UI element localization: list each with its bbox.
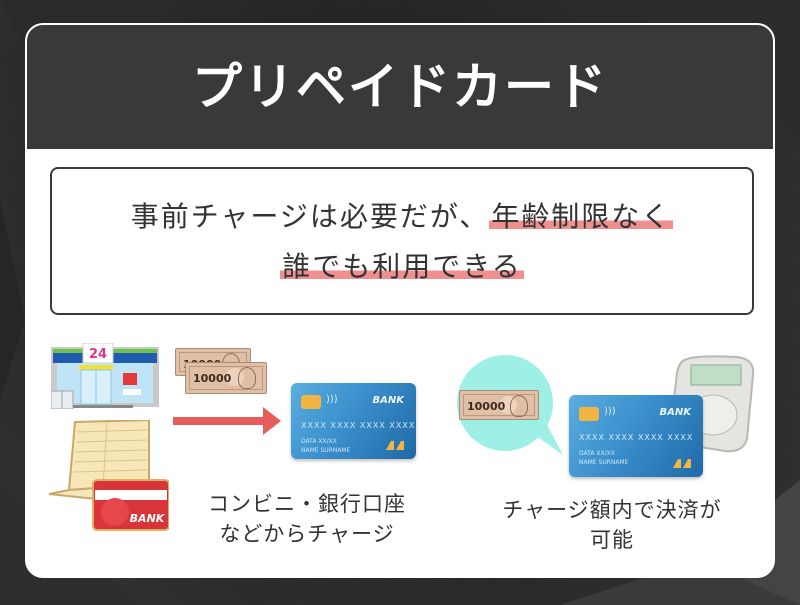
chip-icon bbox=[301, 395, 321, 409]
svg-text:BANK: BANK bbox=[130, 512, 166, 525]
page-title: プリペイドカード bbox=[192, 58, 608, 116]
payment-caption: チャージ額内で決済が 可能 bbox=[502, 498, 722, 552]
contactless-icon: ))) bbox=[326, 394, 338, 405]
contactless-icon: ))) bbox=[604, 406, 616, 417]
summary-box: 事前チャージは必要だが、年齢制限なく 誰でも利用できる bbox=[50, 167, 754, 315]
summary-highlight: 誰でも利用できる bbox=[280, 250, 524, 283]
convenience-store-illustration: 24 bbox=[50, 342, 159, 410]
right-arrow-icon bbox=[173, 405, 281, 437]
summary-line-1: 事前チャージは必要だが、年齢制限なく bbox=[52, 195, 752, 235]
svg-text:24: 24 bbox=[89, 347, 107, 362]
summary-text: 事前チャージは必要だが、 bbox=[130, 200, 490, 233]
bankbook-illustration: BANK bbox=[47, 418, 170, 532]
chip-icon bbox=[579, 407, 599, 421]
prepaid-card-illustration: ))) BANK XXXX XXXX XXXX XXXX DATA XX/XX … bbox=[569, 395, 703, 477]
card-header: プリペイドカード bbox=[27, 25, 773, 149]
banknote-icon: 10000 bbox=[185, 362, 267, 394]
prepaid-card-illustration: ))) BANK XXXX XXXX XXXX XXXX DATA XX/XX … bbox=[291, 383, 416, 459]
summary-highlight: 年齢制限なく bbox=[489, 200, 674, 233]
banknote-icon: 10000 bbox=[459, 390, 539, 420]
summary-line-2: 誰でも利用できる bbox=[52, 245, 752, 285]
charge-caption: コンビニ・銀行口座 などからチャージ bbox=[208, 492, 406, 546]
info-card: プリペイドカード 事前チャージは必要だが、年齢制限なく 誰でも利用できる 24 bbox=[25, 23, 775, 578]
